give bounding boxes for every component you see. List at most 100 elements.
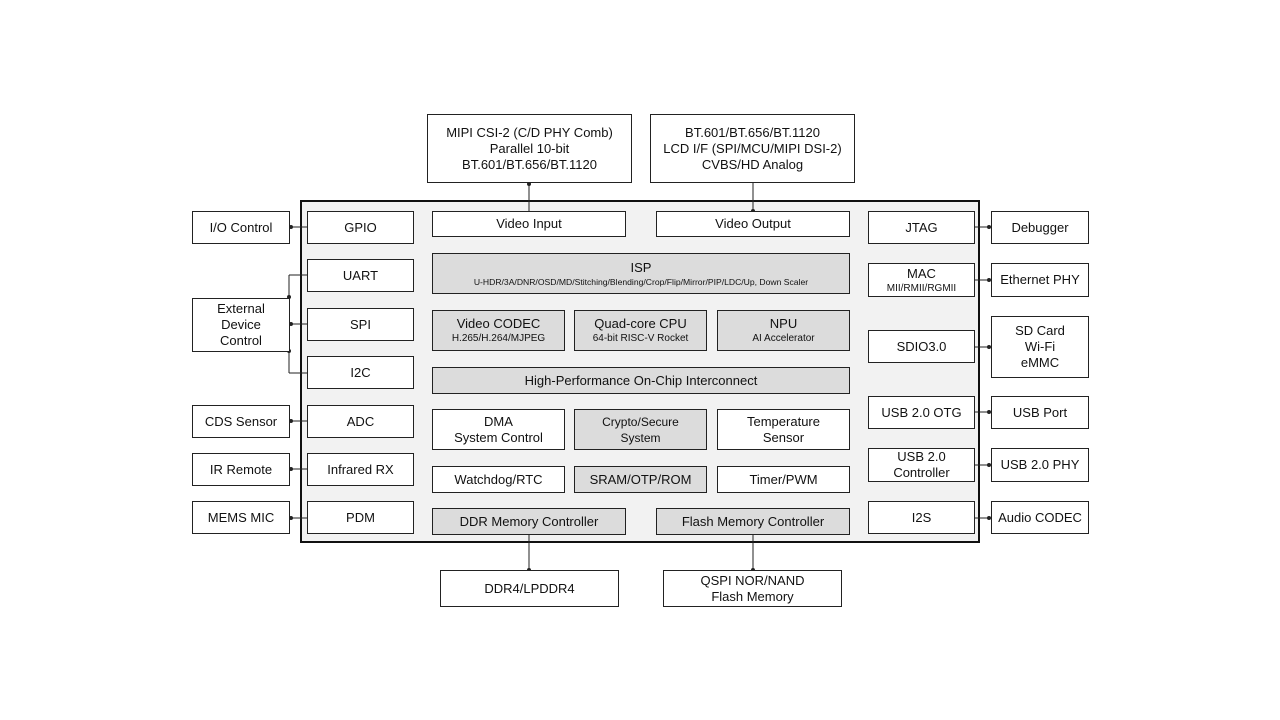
usb-phy: USB 2.0 PHY <box>991 448 1089 482</box>
cds-sensor-label: CDS Sensor <box>204 413 278 429</box>
sd-card-line-2: Wi-Fi <box>1024 339 1056 354</box>
usb-controller-line-2: Controller <box>893 465 950 480</box>
timer-block: Timer/PWM <box>717 466 850 493</box>
audio-codec: Audio CODEC <box>991 501 1089 534</box>
video-input-block: Video Input <box>432 211 626 237</box>
cpu-arch: 64-bit RISC-V Rocket <box>592 333 689 344</box>
usb-controller-line-1: USB 2.0 <box>897 449 946 464</box>
external-device-line-1: External <box>217 301 265 316</box>
i2s-label: I2S <box>911 509 932 525</box>
ddr-controller-label: DDR Memory Controller <box>459 513 599 529</box>
watchdog-label: Watchdog/RTC <box>454 471 543 487</box>
usb-port: USB Port <box>991 396 1089 429</box>
usb-port-label: USB Port <box>1012 404 1068 420</box>
video-codec-block: Video CODEC H.265/H.264/MJPEG <box>432 310 565 351</box>
video-codec-title: Video CODEC <box>456 316 541 331</box>
adc-block: ADC <box>307 405 414 438</box>
isp-features: U-HDR/3A/DNR/OSD/MD/Stitching/Blending/C… <box>473 276 809 287</box>
video-output-label: Video Output <box>715 216 791 231</box>
debugger: Debugger <box>991 211 1089 244</box>
pdm-block: PDM <box>307 501 414 534</box>
cpu-block: Quad-core CPU 64-bit RISC-V Rocket <box>574 310 707 351</box>
display-output-line-3: CVBS/HD Analog <box>701 156 804 172</box>
sdio-label: SDIO3.0 <box>896 338 947 354</box>
mac-block: MAC MII/RMII/RGMII <box>868 263 975 297</box>
temperature-line-1: Temperature <box>747 413 820 429</box>
flash-memory: QSPI NOR/NAND Flash Memory <box>663 570 842 607</box>
ethernet-phy: Ethernet PHY <box>991 263 1089 297</box>
infrared-rx-block: Infrared RX <box>307 453 414 486</box>
isp-block: ISP U-HDR/3A/DNR/OSD/MD/Stitching/Blendi… <box>432 253 850 294</box>
flash-controller-label: Flash Memory Controller <box>681 513 825 529</box>
i2c-label: I2C <box>350 364 371 380</box>
mems-mic-label: MEMS MIC <box>207 509 275 525</box>
display-output-line-2: LCD I/F (SPI/MCU/MIPI DSI-2) <box>663 140 842 156</box>
dma-block: DMA System Control <box>432 409 565 450</box>
jtag-label: JTAG <box>905 219 938 235</box>
usb-phy-label: USB 2.0 PHY <box>1000 457 1080 472</box>
infrared-rx-label: Infrared RX <box>327 461 394 477</box>
video-output-block: Video Output <box>656 211 850 237</box>
interconnect-block: High-Performance On-Chip Interconnect <box>432 367 850 394</box>
npu-block: NPU AI Accelerator <box>717 310 850 351</box>
crypto-line-1: Crypto/Secure <box>602 414 679 429</box>
sram-label: SRAM/OTP/ROM <box>589 471 692 487</box>
external-device-control: External Device Control <box>192 298 290 352</box>
uart-block: UART <box>307 259 414 292</box>
mac-interfaces: MII/RMII/RGMII <box>886 282 957 294</box>
crypto-line-2: System <box>620 430 661 445</box>
flash-memory-line-1: QSPI NOR/NAND <box>700 572 805 588</box>
watchdog-block: Watchdog/RTC <box>432 466 565 493</box>
ddr-memory: DDR4/LPDDR4 <box>440 570 619 607</box>
ir-remote: IR Remote <box>192 453 290 486</box>
spi-label: SPI <box>350 316 371 332</box>
i2c-block: I2C <box>307 356 414 389</box>
flash-memory-line-2: Flash Memory <box>711 588 794 604</box>
video-input-label: Video Input <box>496 216 562 231</box>
usb-otg-block: USB 2.0 OTG <box>868 396 975 429</box>
camera-input-line-3: BT.601/BT.656/BT.1120 <box>462 156 597 172</box>
camera-input-line-2: Parallel 10-bit <box>489 140 570 156</box>
audio-codec-label: Audio CODEC <box>998 509 1082 525</box>
usb-otg-label: USB 2.0 OTG <box>881 404 962 420</box>
io-control: I/O Control <box>192 211 290 244</box>
camera-input-line-1: MIPI CSI-2 (C/D PHY Comb) <box>446 124 613 140</box>
external-device-line-2: Device <box>221 317 261 332</box>
sd-card-wifi-emmc: SD Card Wi-Fi eMMC <box>991 316 1089 378</box>
isp-title: ISP <box>630 259 652 275</box>
ddr-memory-label: DDR4/LPDDR4 <box>484 580 575 596</box>
cds-sensor: CDS Sensor <box>192 405 290 438</box>
display-output-interface: BT.601/BT.656/BT.1120 LCD I/F (SPI/MCU/M… <box>650 114 855 183</box>
flash-controller-block: Flash Memory Controller <box>656 508 850 535</box>
display-output-line-1: BT.601/BT.656/BT.1120 <box>685 124 820 140</box>
temperature-line-2: Sensor <box>762 429 805 445</box>
sd-card-line-1: SD Card <box>1015 323 1065 338</box>
sdio-block: SDIO3.0 <box>868 330 975 363</box>
external-device-line-3: Control <box>220 333 262 348</box>
video-codec-formats: H.265/H.264/MJPEG <box>451 333 546 344</box>
i2s-block: I2S <box>868 501 975 534</box>
temperature-sensor-block: Temperature Sensor <box>717 409 850 450</box>
cpu-title: Quad-core CPU <box>594 316 687 331</box>
dma-line-1: DMA <box>484 413 513 429</box>
sd-card-line-3: eMMC <box>1020 355 1060 370</box>
adc-label: ADC <box>346 413 375 429</box>
ddr-controller-block: DDR Memory Controller <box>432 508 626 535</box>
spi-block: SPI <box>307 308 414 341</box>
sram-block: SRAM/OTP/ROM <box>574 466 707 493</box>
mac-title: MAC <box>907 265 936 281</box>
npu-desc: AI Accelerator <box>752 333 815 344</box>
jtag-block: JTAG <box>868 211 975 244</box>
crypto-block: Crypto/Secure System <box>574 409 707 450</box>
mems-mic: MEMS MIC <box>192 501 290 534</box>
dma-line-2: System Control <box>454 429 543 445</box>
gpio-block: GPIO <box>307 211 414 244</box>
npu-title: NPU <box>769 316 798 331</box>
ir-remote-label: IR Remote <box>209 461 273 477</box>
debugger-label: Debugger <box>1011 219 1069 235</box>
uart-label: UART <box>342 267 379 283</box>
interconnect-label: High-Performance On-Chip Interconnect <box>524 372 758 388</box>
camera-input-interface: MIPI CSI-2 (C/D PHY Comb) Parallel 10-bi… <box>427 114 632 183</box>
pdm-label: PDM <box>346 509 375 525</box>
timer-label: Timer/PWM <box>749 471 818 487</box>
